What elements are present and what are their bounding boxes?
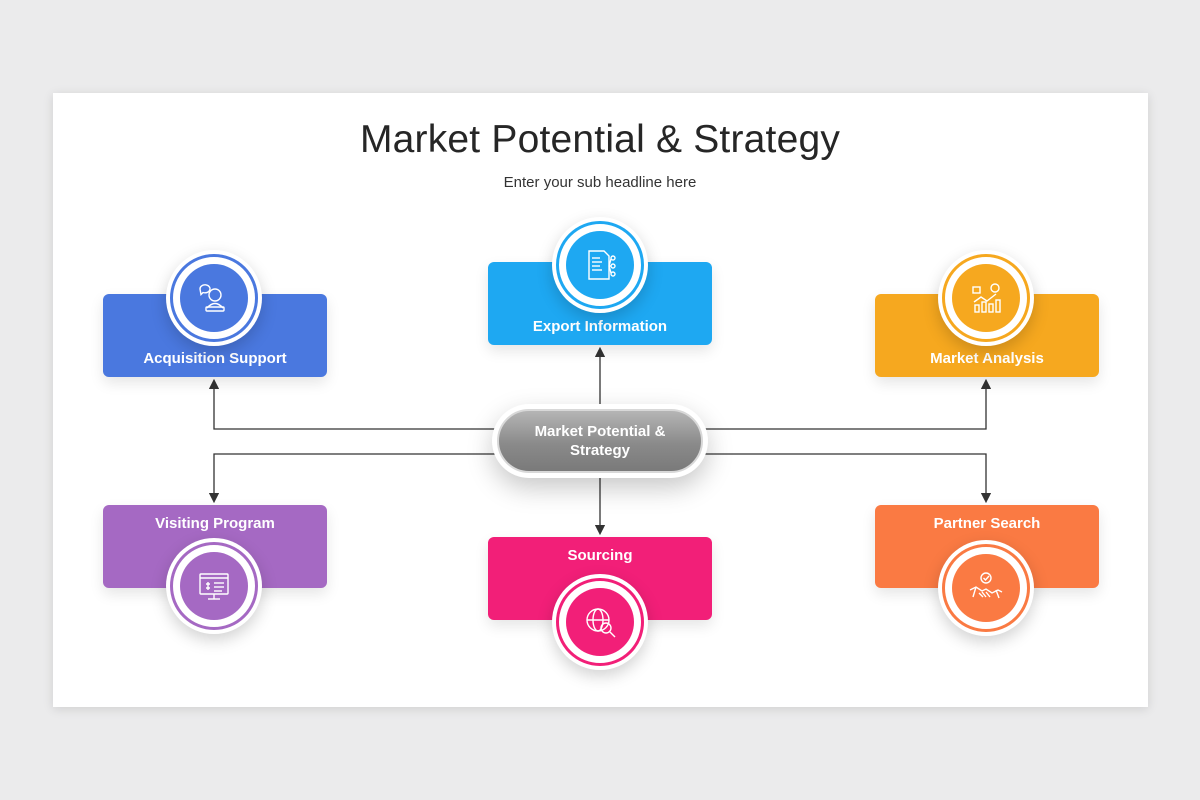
connector-acquisition (208, 378, 496, 430)
chart-analysis-icon (972, 283, 1001, 313)
monitor-money-icon (199, 573, 229, 600)
connector-visiting (208, 453, 496, 504)
page-subtitle: Enter your sub headline here (503, 174, 697, 191)
center-node[interactable]: Market Potential & Strategy (492, 404, 708, 478)
document-share-icon (588, 250, 616, 280)
badge-export (552, 217, 648, 313)
connector-partner (704, 453, 992, 504)
center-node-label: Market Potential & Strategy (534, 423, 666, 459)
card-label: Export Information (532, 318, 668, 335)
card-label: Sourcing (567, 547, 633, 564)
card-label: Market Analysis (930, 350, 1044, 367)
badge-acquisition (166, 250, 262, 346)
card-label: Partner Search (933, 515, 1041, 532)
support-agent-icon (199, 284, 225, 312)
globe-search-icon (586, 608, 616, 638)
connector-analysis (704, 378, 992, 430)
handshake-icon (969, 572, 1003, 599)
badge-visiting (166, 538, 262, 634)
badge-sourcing (552, 574, 648, 670)
page-title: Market Potential & Strategy (359, 118, 841, 161)
card-label: Visiting Program (155, 515, 275, 532)
card-label: Acquisition Support (143, 350, 287, 367)
badge-analysis (938, 250, 1034, 346)
badge-partner (938, 540, 1034, 636)
